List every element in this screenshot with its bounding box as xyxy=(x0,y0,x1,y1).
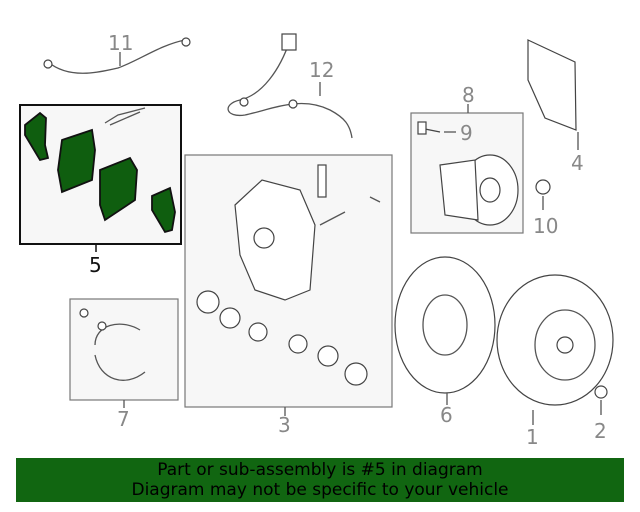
banner-line-2: Diagram may not be specific to your vehi… xyxy=(131,480,509,500)
callout-3[interactable]: 3 xyxy=(278,413,291,437)
info-banner: Part or sub-assembly is #5 in diagram Di… xyxy=(16,458,624,502)
part-6-backing-plate[interactable] xyxy=(394,256,496,405)
callout-5[interactable]: 5 xyxy=(89,253,102,277)
banner-line-1: Part or sub-assembly is #5 in diagram xyxy=(157,460,483,480)
callout-8[interactable]: 8 xyxy=(462,83,475,107)
callout-11[interactable]: 11 xyxy=(108,31,133,55)
callout-2[interactable]: 2 xyxy=(594,419,607,443)
part-9-bolt[interactable] xyxy=(417,121,456,135)
part-3-caliper-assembly[interactable] xyxy=(184,154,393,416)
part-7-parking-brake-shoes[interactable] xyxy=(69,298,179,408)
callout-7[interactable]: 7 xyxy=(117,407,130,431)
callout-6[interactable]: 6 xyxy=(440,403,453,427)
callout-1[interactable]: 1 xyxy=(526,425,539,449)
part-11-brake-hose[interactable] xyxy=(43,37,191,74)
part-10-nut[interactable] xyxy=(535,179,551,210)
callout-10[interactable]: 10 xyxy=(533,214,558,238)
part-12-abs-sensor[interactable] xyxy=(227,33,353,139)
part-1-brake-rotor[interactable] xyxy=(496,274,614,425)
part-8-hub-bearing[interactable] xyxy=(410,104,524,234)
part-2-lug-nut[interactable] xyxy=(594,385,608,415)
part-5-brake-pad-kit[interactable] xyxy=(19,104,182,252)
callout-12[interactable]: 12 xyxy=(309,58,334,82)
part-4-splash-shield[interactable] xyxy=(527,39,579,150)
callout-9[interactable]: 9 xyxy=(460,121,473,145)
callout-4[interactable]: 4 xyxy=(571,151,584,175)
